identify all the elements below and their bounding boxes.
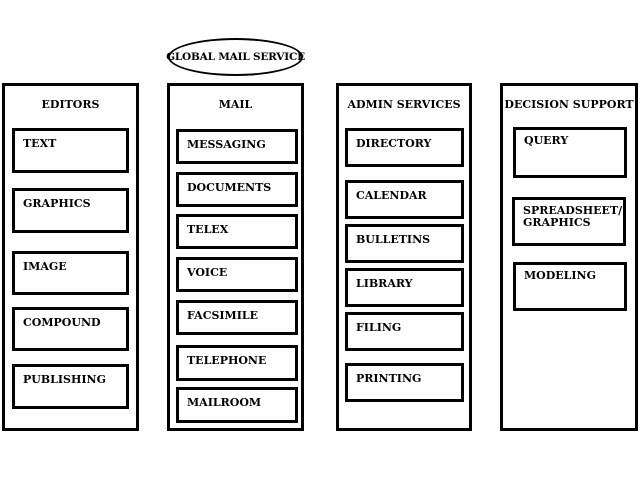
column-mail: MAIL MESSAGING DOCUMENTS TELEX VOICE FAC… xyxy=(167,83,304,431)
box-spreadsheet-graphics: SPREADSHEET/ GRAPHICS xyxy=(512,197,626,246)
box-mailroom: MAILROOM xyxy=(176,387,298,423)
box-modeling: MODELING xyxy=(513,262,627,311)
box-filing: FILING xyxy=(345,312,464,351)
box-voice: VOICE xyxy=(176,257,298,292)
box-graphics: GRAPHICS xyxy=(12,188,129,233)
column-title-mail: MAIL xyxy=(218,98,253,111)
box-compound: COMPOUND xyxy=(12,307,129,351)
box-telex: TELEX xyxy=(176,214,298,249)
box-calendar: CALENDAR xyxy=(345,180,464,219)
box-directory: DIRECTORY xyxy=(345,128,464,167)
box-text: TEXT xyxy=(12,128,129,173)
box-telephone: TELEPHONE xyxy=(176,345,298,381)
column-editors: EDITORS TEXT GRAPHICS IMAGE COMPOUND PUB… xyxy=(2,83,139,431)
column-admin-services: ADMIN SERVICES DIRECTORY CALENDAR BULLET… xyxy=(336,83,472,431)
box-messaging: MESSAGING xyxy=(176,129,298,164)
box-library: LIBRARY xyxy=(345,268,464,307)
box-publishing: PUBLISHING xyxy=(12,364,129,409)
box-bulletins: BULLETINS xyxy=(345,224,464,263)
global-mail-service-oval: GLOBAL MAIL SERVICE xyxy=(166,38,305,76)
column-title-decision-support: DECISION SUPPORT xyxy=(504,98,634,111)
box-facsimile: FACSIMILE xyxy=(176,300,298,335)
box-printing: PRINTING xyxy=(345,363,464,402)
box-query: QUERY xyxy=(513,127,627,178)
column-title-editors: EDITORS xyxy=(41,98,100,111)
box-documents: DOCUMENTS xyxy=(176,172,298,207)
global-mail-service-label: GLOBAL MAIL SERVICE xyxy=(166,51,305,63)
column-title-admin-services: ADMIN SERVICES xyxy=(347,98,461,111)
column-decision-support: DECISION SUPPORT QUERY SPREADSHEET/ GRAP… xyxy=(500,83,638,431)
box-image: IMAGE xyxy=(12,251,129,295)
